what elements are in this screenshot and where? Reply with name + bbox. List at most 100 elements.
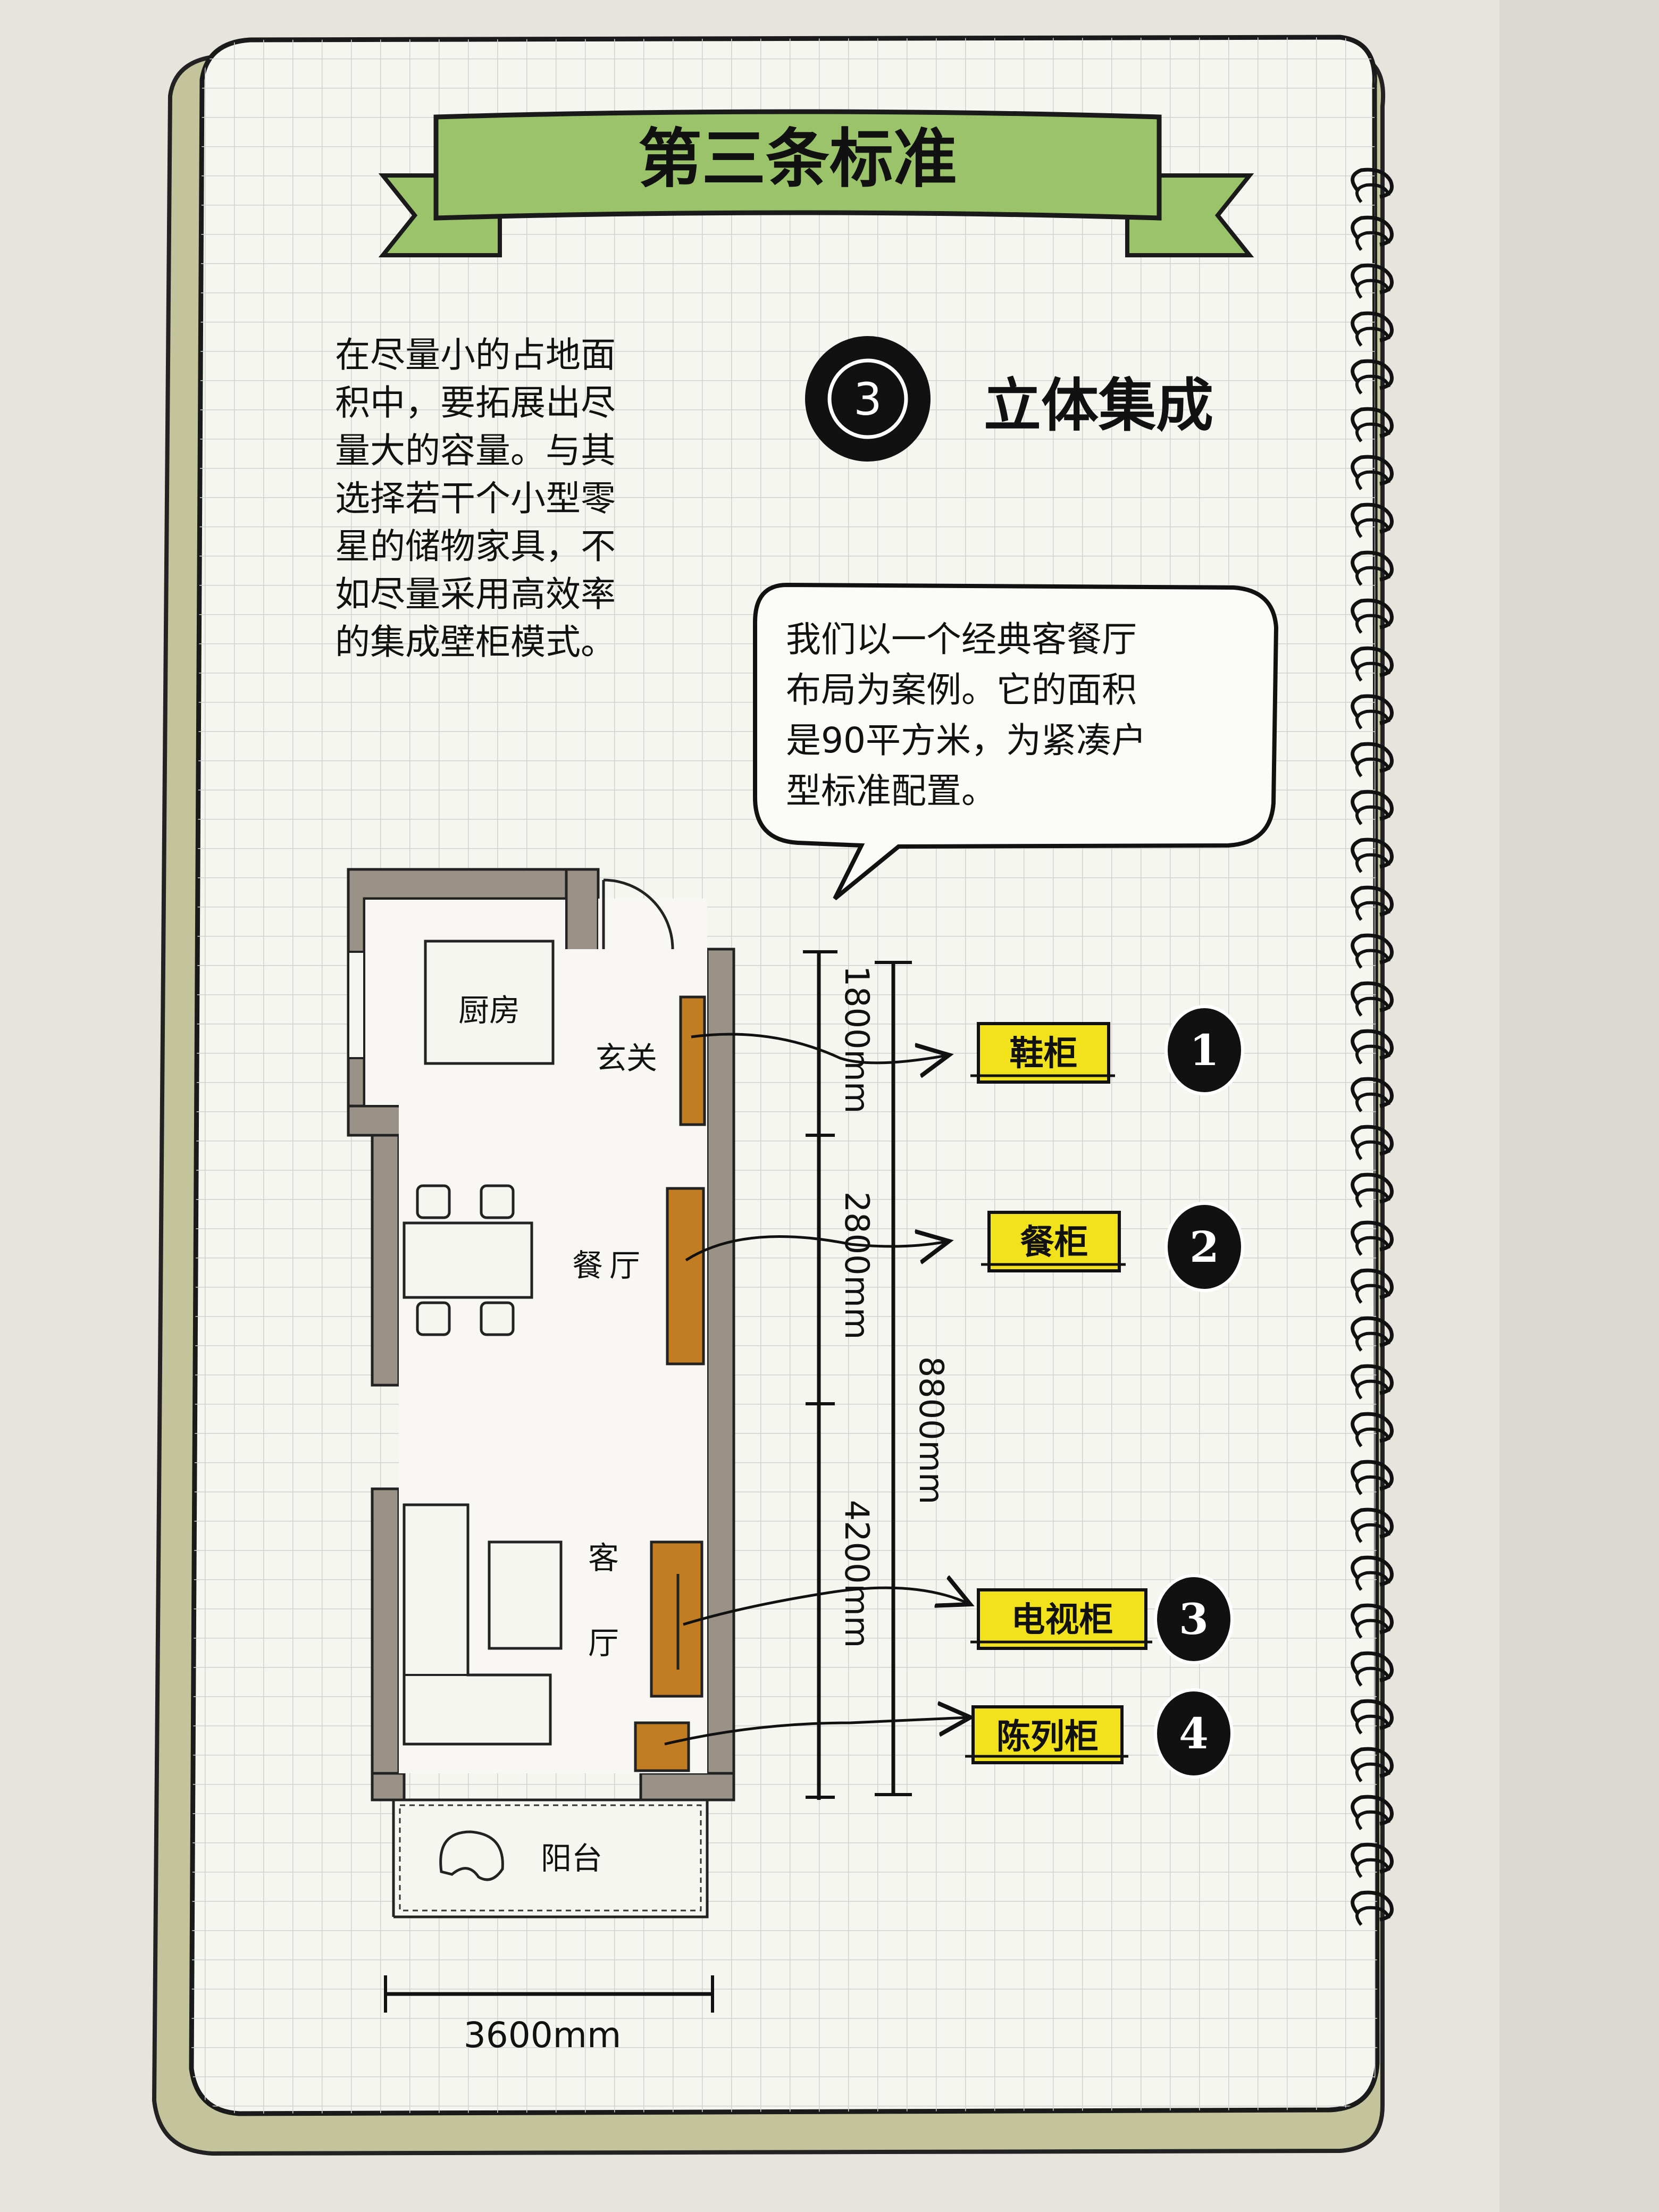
dim-dining: 2800mm — [837, 1192, 876, 1340]
spiral-ring — [1351, 1460, 1394, 1495]
dim-living: 4200mm — [837, 1500, 876, 1648]
bubble-line: 型标准配置。 — [786, 770, 996, 811]
dining-chair — [480, 1184, 515, 1219]
room-label-dining: 厅 — [609, 1247, 640, 1284]
spiral-ring — [1351, 981, 1394, 1017]
room-label-entry: 玄关 — [596, 1040, 657, 1076]
spiral-ring — [1351, 1077, 1394, 1112]
section-number: 3 — [853, 373, 882, 425]
page-title: 第三条标准 — [638, 122, 957, 196]
arrow-1 — [691, 1033, 946, 1063]
sofa — [403, 1503, 552, 1746]
bottom-wall-right — [639, 1772, 735, 1802]
intro-line: 积中，要拓展出尽 — [335, 382, 616, 423]
cabinet-label-text: 餐柜 — [1020, 1223, 1088, 1262]
cabinet-label-text: 陈列柜 — [996, 1717, 1099, 1757]
cabinet-number: 4 — [1179, 1708, 1209, 1758]
spiral-ring — [1351, 1364, 1394, 1400]
dimension-lines: 1800mm 2800mm 4200mm 8800mm 3600mm — [384, 950, 951, 2056]
spiral-ring — [1351, 455, 1394, 490]
coffee-table — [488, 1540, 563, 1650]
spiral-ring — [1351, 598, 1394, 634]
dim-width: 3600mm — [464, 2015, 622, 2056]
intro-paragraph: 在尽量小的占地面 积中，要拓展出尽 量大的容量。与其 选择若干个小型零 星的储物… — [335, 334, 616, 663]
spiral-ring — [1351, 1029, 1394, 1065]
spiral-ring — [1351, 1651, 1394, 1687]
spiral-ring — [1351, 885, 1394, 921]
cabinet-display — [634, 1721, 690, 1772]
cabinet-label-text: 电视柜 — [1011, 1601, 1113, 1640]
spiral-ring — [1351, 263, 1394, 299]
bottom-wall-left — [371, 1772, 406, 1802]
spiral-ring — [1351, 359, 1394, 395]
intro-line: 星的储物家具，不 — [335, 526, 616, 567]
kitchen-island — [424, 940, 555, 1065]
spiral-ring — [1351, 1890, 1394, 1926]
spiral-ring — [1351, 694, 1394, 730]
spiral-ring — [1351, 1699, 1394, 1735]
intro-line: 的集成壁柜模式。 — [335, 622, 616, 663]
dining-chair — [416, 1301, 451, 1336]
intro-line: 在尽量小的占地面 — [335, 334, 616, 375]
spiral-ring — [1351, 742, 1394, 777]
room-label-living: 客 — [588, 1540, 619, 1576]
bubble-line: 我们以一个经典客餐厅 — [786, 619, 1137, 660]
spiral-ring — [1351, 933, 1394, 969]
section-heading: 3 立体集成 — [805, 336, 1213, 462]
section-title: 立体集成 — [984, 373, 1213, 439]
spiral-ring — [1351, 646, 1394, 682]
spiral-ring — [1351, 215, 1394, 251]
spiral-ring — [1351, 311, 1394, 347]
spiral-ring — [1351, 1172, 1394, 1208]
spiral-ring — [1351, 1842, 1394, 1878]
cabinet-label-4: 陈列柜 4 — [965, 1688, 1234, 1779]
arrow-3 — [683, 1588, 968, 1626]
left-wall-lower — [371, 1487, 400, 1788]
arrow-2 — [685, 1236, 946, 1260]
spiral-ring — [1351, 1747, 1394, 1782]
spiral-ring — [1351, 407, 1394, 442]
entry-door — [602, 878, 674, 950]
right-wall — [706, 948, 735, 1802]
leader-arrows — [664, 1033, 968, 1746]
room-label-kitchen: 厨房 — [458, 992, 520, 1028]
spiral-ring — [1351, 1507, 1394, 1543]
title-banner: 第三条标准 — [378, 109, 1254, 257]
cabinet-label-3: 电视柜 3 — [970, 1574, 1234, 1664]
speech-bubble: 我们以一个经典客餐厅 布局为案例。它的面积 是90平方米，为紧凑户 型标准配置。 — [753, 582, 1279, 901]
dining-chair — [480, 1301, 515, 1336]
dining-table — [403, 1221, 533, 1299]
spiral-ring — [1351, 1412, 1394, 1447]
spiral-ring — [1351, 550, 1394, 586]
cabinet-label-1: 鞋柜 1 — [970, 1005, 1244, 1095]
intro-line: 量大的容量。与其 — [335, 430, 616, 471]
balcony-chair — [439, 1830, 504, 1881]
room-label-dining: 餐 — [572, 1247, 603, 1284]
cabinet-number-badge: 2 — [1164, 1202, 1244, 1292]
cabinet-number-badge: 1 — [1164, 1005, 1244, 1095]
spiral-ring — [1351, 1603, 1394, 1639]
spiral-ring — [1351, 837, 1394, 873]
cabinet-number-badge: 3 — [1154, 1574, 1234, 1664]
intro-line: 如尽量采用高效率 — [335, 574, 616, 615]
bubble-line: 是90平方米，为紧凑户 — [786, 720, 1146, 761]
dim-entry: 1800mm — [837, 966, 876, 1114]
spiral-binding — [1351, 167, 1394, 1926]
spiral-ring — [1351, 790, 1394, 825]
spiral-ring — [1351, 502, 1394, 538]
floor-plan: 厨房 玄关 餐 厅 客 厅 阳台 — [347, 868, 735, 1918]
bubble-line: 布局为案例。它的面积 — [786, 669, 1137, 710]
cabinet-labels: 鞋柜 1 餐柜 2 电视柜 3 陈列柜 4 — [965, 1005, 1244, 1779]
room-label-living: 厅 — [588, 1625, 619, 1661]
spiral-ring — [1351, 1220, 1394, 1256]
arrow-4 — [664, 1717, 968, 1746]
left-wall-upper — [371, 1134, 400, 1387]
spiral-ring — [1351, 1125, 1394, 1160]
dining-chair — [416, 1184, 451, 1219]
cabinet-label-text: 鞋柜 — [1010, 1034, 1078, 1074]
cabinet-shoe — [679, 995, 706, 1126]
cabinet-number: 3 — [1179, 1594, 1209, 1644]
intro-line: 选择若干个小型零 — [335, 478, 616, 519]
cabinet-number: 2 — [1189, 1222, 1219, 1272]
